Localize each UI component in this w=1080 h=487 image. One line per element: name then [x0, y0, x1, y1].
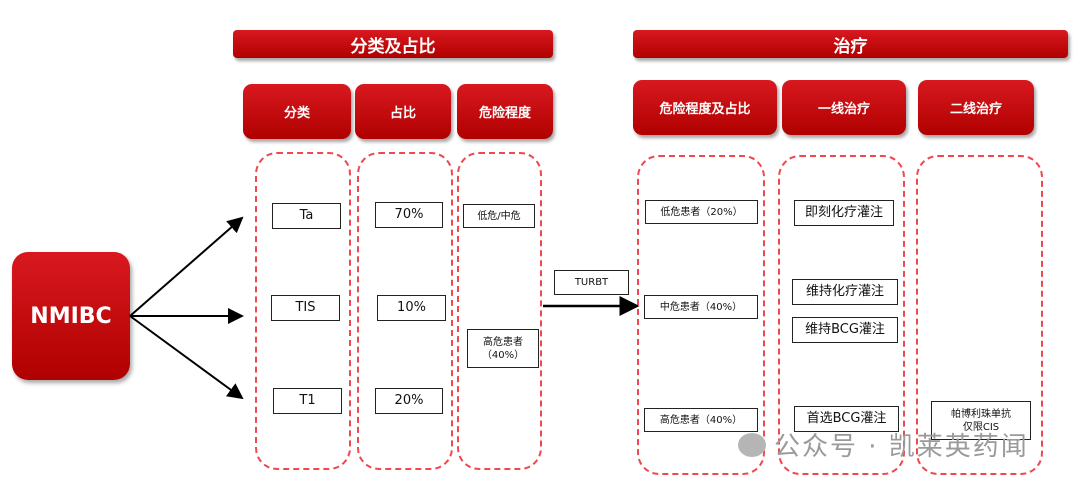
column-second-line: [916, 155, 1043, 475]
first-line-immediate-chemo: 即刻化疗灌注: [794, 200, 894, 226]
watermark-text: 公众号 · 凯莱英药闻: [774, 432, 1029, 462]
subheader-second-line: 二线治疗: [918, 80, 1034, 135]
second-line-pembrolizumab: 帕博利珠单抗仅限CIS: [931, 401, 1031, 440]
subheader-proportion: 占比: [355, 84, 451, 139]
subheader-first-line: 一线治疗: [782, 80, 906, 135]
header-treatment: 治疗: [633, 30, 1068, 58]
risk-high: 高危患者（40%）: [467, 329, 539, 368]
second-line-note: 仅限CIS: [962, 421, 1000, 433]
type-t1: T1: [273, 388, 342, 414]
subheader-risk-proportion: 危险程度及占比: [633, 80, 777, 135]
column-type: [255, 152, 351, 470]
first-line-maintenance-bcg: 维持BCG灌注: [792, 317, 898, 343]
proportion-t1: 20%: [375, 388, 443, 414]
proportion-tis: 10%: [377, 295, 446, 321]
risk-group-low: 低危患者（20%）: [645, 200, 758, 224]
risk-group-mid: 中危患者（40%）: [644, 295, 758, 319]
type-tis: TIS: [271, 295, 340, 321]
risk-high-pct: （40%）: [481, 349, 525, 361]
arrow-to-t1: [129, 315, 244, 400]
arrow-to-ta: [129, 216, 244, 317]
risk-group-high: 高危患者（40%）: [644, 408, 758, 432]
wechat-icon: [738, 432, 766, 457]
subheader-type: 分类: [243, 84, 351, 139]
turbt-label: TURBT: [554, 270, 629, 295]
subheader-risk: 危险程度: [457, 84, 553, 139]
first-line-preferred-bcg: 首选BCG灌注: [794, 406, 899, 432]
risk-low-mid: 低危/中危: [463, 204, 535, 228]
second-line-drug: 帕博利珠单抗: [951, 408, 1011, 420]
column-first-line: [778, 155, 905, 475]
type-ta: Ta: [272, 203, 341, 229]
proportion-ta: 70%: [375, 202, 443, 228]
watermark: 公众号 · 凯莱英药闻: [738, 426, 1029, 463]
first-line-maintenance-chemo: 维持化疗灌注: [792, 279, 898, 305]
column-risk: [457, 152, 542, 470]
nmibc-node: NMIBC: [12, 252, 130, 380]
header-classification: 分类及占比: [233, 30, 553, 58]
risk-high-label: 高危患者: [483, 336, 523, 348]
column-proportion: [357, 152, 453, 470]
